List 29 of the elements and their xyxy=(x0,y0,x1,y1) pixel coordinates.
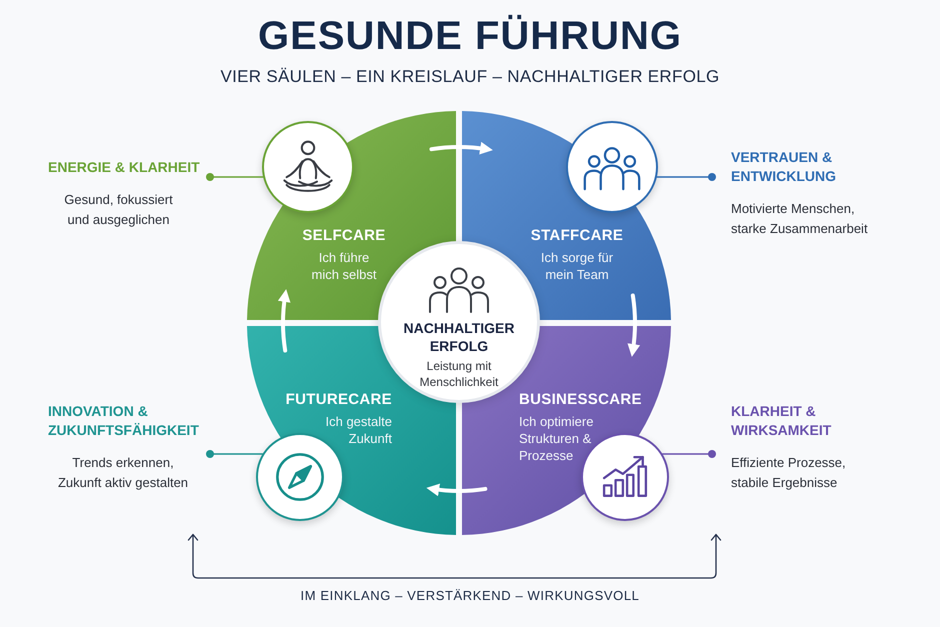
cycle-arrow xyxy=(429,142,493,155)
cycle-arrow xyxy=(278,289,291,353)
callout-heading: INNOVATION & ZUKUNFTSFÄHIGKEIT xyxy=(48,402,200,440)
leader-line xyxy=(656,173,716,181)
callout-heading: VERTRAUEN & ENTWICKLUNG xyxy=(731,148,837,186)
subtitle: VIER SÄULEN – EIN KREISLAUF – NACHHALTIGER ERFOLG xyxy=(220,66,720,88)
callout-heading: KLARHEIT & WIRKSAMKEIT xyxy=(731,402,832,440)
title: GESUNDE FÜHRUNG xyxy=(258,13,682,60)
leader-line xyxy=(662,450,716,458)
callout-text: Trends erkennen, Zukunft aktiv gestalten xyxy=(56,454,190,492)
segment-title: FUTURECARE xyxy=(286,390,392,410)
callout-text: Effiziente Prozesse, stabile Ergebnisse xyxy=(731,454,847,492)
segment-title: STAFFCARE xyxy=(530,226,624,246)
callout-text: Motivierte Menschen, starke Zusammenarbeit xyxy=(731,200,869,238)
segment-text: Ich optimiere Strukturen & Prozesse xyxy=(519,413,594,464)
callout-heading: ENERGIE & KLARHEIT xyxy=(48,158,200,177)
segment-title: SELFCARE xyxy=(302,226,386,246)
cycle-arrow xyxy=(627,293,640,357)
cycle-arrow xyxy=(426,483,488,496)
segment-text: Ich gestalte Zukunft xyxy=(324,413,392,447)
segment-text: Ich führe mich selbst xyxy=(310,249,378,283)
leader-line xyxy=(206,450,264,458)
leader-line xyxy=(206,173,264,181)
center-text: Leistung mit Menschlichkeit xyxy=(418,358,500,390)
center-title: NACHHALTIGER ERFOLG xyxy=(402,319,516,355)
callout-text: Gesund, fokussiert und ausgeglichen xyxy=(63,191,174,229)
tagline: IM EINKLANG – VERSTÄRKEND – WIRKUNGSVOLL xyxy=(300,587,640,605)
segment-text: Ich sorge für mein Team xyxy=(540,249,614,283)
segment-title: BUSINESSCARE xyxy=(519,390,642,410)
